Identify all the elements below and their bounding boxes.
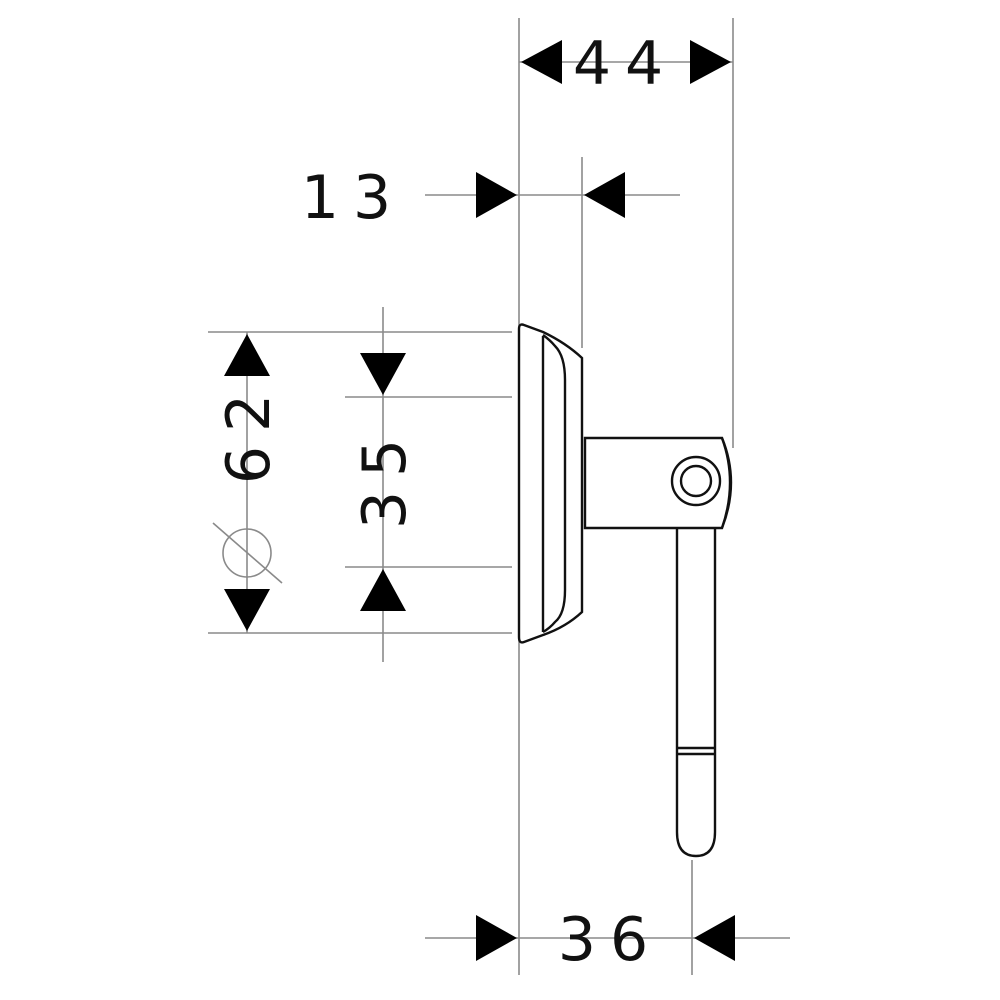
arrow-36-right [694,915,735,961]
dim-label-44: 44 [573,29,677,99]
dim-label-62: 62 [214,380,284,484]
pivot-inner-ring [679,464,713,498]
rosette-plate [517,323,584,644]
arrow-13-right [584,172,625,218]
arrow-44-left [521,40,562,84]
arrow-35-top [360,353,406,395]
dim-label-13: 13 [301,163,405,233]
lever-handle [675,518,717,858]
dim-label-36: 36 [558,905,662,975]
arrow-35-bottom [360,569,406,611]
arrow-36-left [476,915,517,961]
dim-label-35: 35 [350,425,420,529]
arrow-62-bottom [224,589,270,631]
diameter-symbol-icon [212,522,283,584]
arrowheads [224,40,735,961]
arrow-13-left [476,172,517,218]
arrow-44-right [690,40,731,84]
stem-end-cap [720,437,733,529]
rosette-inner-profile [542,334,567,634]
arrow-62-top [224,334,270,376]
part-outline [517,323,733,858]
